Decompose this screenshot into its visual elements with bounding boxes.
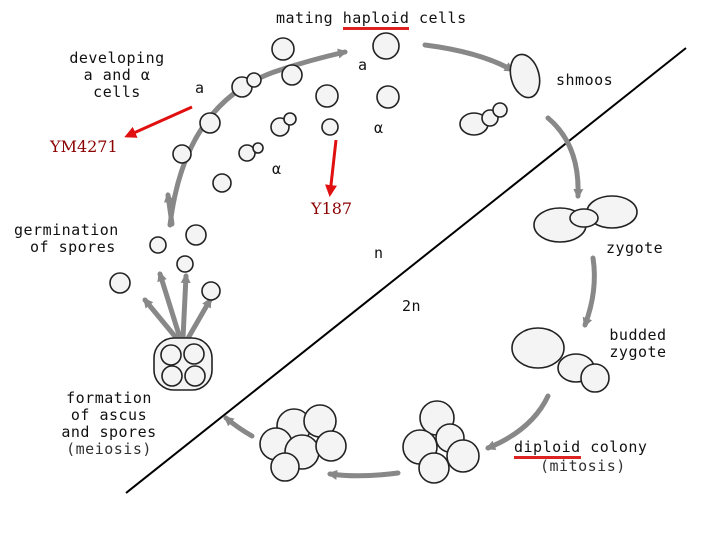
haploid-word: haploid: [342, 9, 410, 30]
yeast-cell-30: [580, 363, 610, 393]
yeast-cell-21: [509, 53, 541, 99]
arrow-tetrad-up-3: [180, 273, 191, 341]
cells-word: cells: [418, 9, 467, 27]
yeast-cell-28: [511, 327, 565, 369]
cycle-arrows: [142, 42, 597, 480]
mating-type-a-left: a: [195, 79, 205, 97]
formation-line-4: (meiosis): [66, 440, 152, 458]
formation-line-2: of ascus: [70, 406, 148, 424]
ym4271-label: YM4271: [50, 137, 118, 156]
yeast-cell-13: [238, 144, 256, 162]
developing-line-2: a and α: [83, 66, 151, 84]
germination-label: germination of spores: [14, 222, 119, 256]
yeast-cell-17: [149, 236, 167, 254]
arrow-colony-to-ascus: [327, 469, 401, 480]
yeast-cell-20: [201, 281, 221, 301]
red-arrow-y187: [325, 139, 338, 197]
shmoos-label: shmoos: [556, 71, 614, 89]
developing-cells-label: developing a and α cells: [52, 50, 182, 101]
developing-line-3: cells: [93, 83, 141, 101]
developing-line-1: developing: [69, 49, 165, 67]
yeast-cell-35: [418, 452, 450, 484]
formation-line-1: formation: [66, 389, 152, 407]
mating-haploid-cells-label: mating haploid cells: [276, 9, 467, 30]
arrow-ascus-to-tetrad: [223, 415, 255, 439]
budded-line-2: zygote: [609, 343, 667, 361]
yeast-cell-8: [199, 112, 221, 134]
arrow-zygote-to-budded: [582, 255, 597, 328]
colony-word: colony: [590, 438, 648, 456]
budded-line-1: budded: [609, 326, 667, 344]
yeast-cell-16: [185, 224, 207, 246]
yeast-cell-6: [315, 84, 339, 108]
yeast-cell-34: [446, 439, 480, 473]
arrow-top-to-shmoos: [422, 42, 515, 73]
yeast-cell-10: [283, 112, 297, 126]
yeast-cell-18: [176, 255, 194, 273]
arrow-tetrad-up-1: [142, 297, 181, 343]
mitosis-label: (mitosis): [540, 457, 626, 475]
yeast-cell-45: [161, 365, 183, 387]
formation-line-3: and spores: [61, 423, 157, 441]
yeast-cell-11: [321, 118, 339, 136]
haploid-n-label: n: [374, 244, 384, 262]
mating-type-alpha-right: α: [374, 119, 384, 137]
arrow-tetrad-up-4: [184, 297, 213, 343]
yeast-cell-44: [183, 343, 205, 365]
mating-type-alpha-left: α: [272, 160, 282, 178]
diploid-word: diploid: [514, 438, 581, 459]
red-arrow-ym4271: [124, 105, 193, 138]
yeast-cell-46: [184, 365, 206, 387]
yeast-cell-40: [315, 430, 347, 462]
y187-label: Y187: [311, 199, 353, 218]
yeast-cell-15: [212, 173, 232, 193]
arrow-tetrad-up-2: [157, 271, 183, 341]
ploidy-divider-line: [125, 47, 687, 494]
arrow-shmoos-to-zygote: [545, 115, 584, 199]
zygote-label: zygote: [606, 239, 664, 257]
yeast-cell-12: [172, 144, 192, 164]
arrow-budded-to-diploid: [485, 393, 551, 451]
yeast-cell-19: [109, 272, 131, 294]
yeast-cell-24: [492, 102, 508, 118]
yeast-cell-14: [252, 142, 264, 154]
yeast-cell-1: [271, 37, 295, 61]
yeast-cells: [109, 32, 638, 484]
germination-line-2: of spores: [30, 238, 116, 256]
diploid-colony-label: diploid colony: [514, 438, 648, 459]
yeast-cell-4: [246, 72, 262, 88]
yeast-cell-27: [569, 208, 599, 228]
yeast-cell-43: [160, 344, 182, 366]
mating-word: mating: [276, 9, 334, 27]
formation-ascus-label: formation of ascus and spores (meiosis): [44, 390, 174, 458]
germination-line-1: germination: [14, 221, 119, 239]
yeast-cell-2: [372, 32, 400, 60]
budded-zygote-label: budded zygote: [596, 327, 680, 361]
arrow-germination-up: [164, 192, 175, 227]
yeast-cell-5: [281, 64, 303, 86]
mating-type-a-top: a: [358, 56, 368, 74]
yeast-cell-7: [376, 85, 400, 109]
yeast-cell-41: [270, 452, 300, 482]
diploid-2n-label: 2n: [402, 297, 422, 315]
